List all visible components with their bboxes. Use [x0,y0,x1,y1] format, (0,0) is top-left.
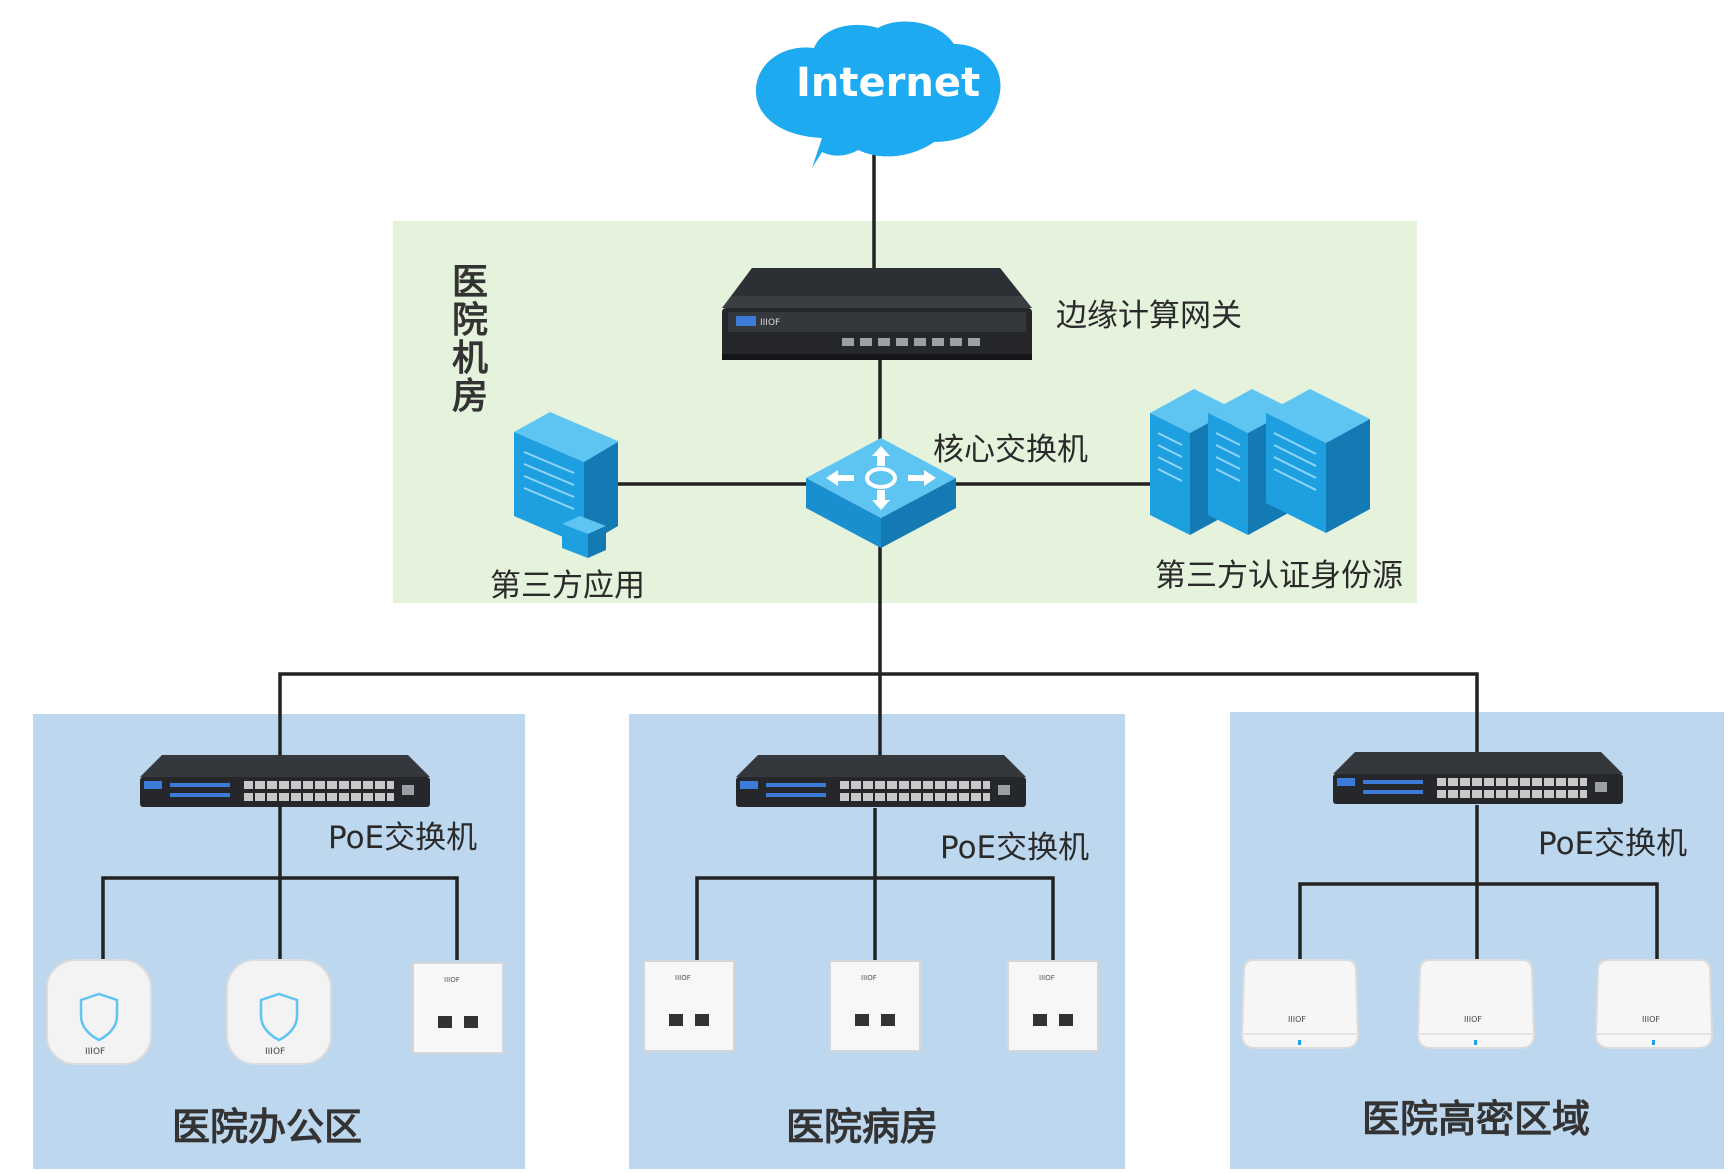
wall-panel-ap-icon: IIIOF [643,960,735,1052]
poe-switch-label: PoE交换机 [940,830,1090,866]
svg-text:IIIOF: IIIOF [1464,1015,1482,1024]
wall-panel-ap-icon: IIIOF [412,962,504,1054]
third-party-app-label: 第三方应用 [490,568,645,604]
zone-title-office: 医院办公区 [172,1105,363,1149]
svg-text:IIIOF: IIIOF [861,974,877,982]
poe-switch-icon [736,755,1026,811]
internet-cloud-icon: Internet [748,18,1008,186]
internet-label: Internet [796,60,981,106]
auth-source-label: 第三方认证身份源 [1155,558,1403,594]
wall-panel-ap-icon: IIIOF [829,960,921,1052]
auth-servers-icon [1150,385,1370,535]
high-density-ap-icon: IIIOF [1416,956,1536,1056]
svg-text:IIIOF: IIIOF [760,318,780,328]
svg-text:IIIOF: IIIOF [1039,974,1055,982]
high-density-ap-icon: IIIOF [1240,956,1360,1056]
edge-gateway-icon: IIIOF [722,268,1032,363]
zone-title-high-density: 医院高密区域 [1362,1097,1591,1141]
core-switch-icon [806,438,956,548]
poe-switch-icon [1333,752,1623,808]
ceiling-ap-icon: IIIOF [45,958,153,1068]
wall-panel-ap-icon: IIIOF [1007,960,1099,1052]
high-density-ap-icon: IIIOF [1594,956,1714,1056]
svg-text:IIIOF: IIIOF [444,976,460,984]
server-room-label: 医院机房 [451,262,488,417]
svg-text:IIIOF: IIIOF [675,974,691,982]
poe-switch-label: PoE交换机 [1538,826,1688,862]
zone-title-ward: 医院病房 [786,1105,939,1149]
svg-text:IIIOF: IIIOF [85,1047,105,1057]
core-switch-label: 核心交换机 [933,432,1088,468]
svg-text:IIIOF: IIIOF [1642,1015,1660,1024]
poe-switch-label: PoE交换机 [328,820,478,856]
app-server-icon [514,412,618,560]
svg-text:IIIOF: IIIOF [265,1047,285,1057]
svg-text:IIIOF: IIIOF [1288,1015,1306,1024]
poe-switch-icon [140,755,430,811]
ceiling-ap-icon: IIIOF [225,958,333,1068]
edge-gateway-label: 边缘计算网关 [1056,298,1242,334]
